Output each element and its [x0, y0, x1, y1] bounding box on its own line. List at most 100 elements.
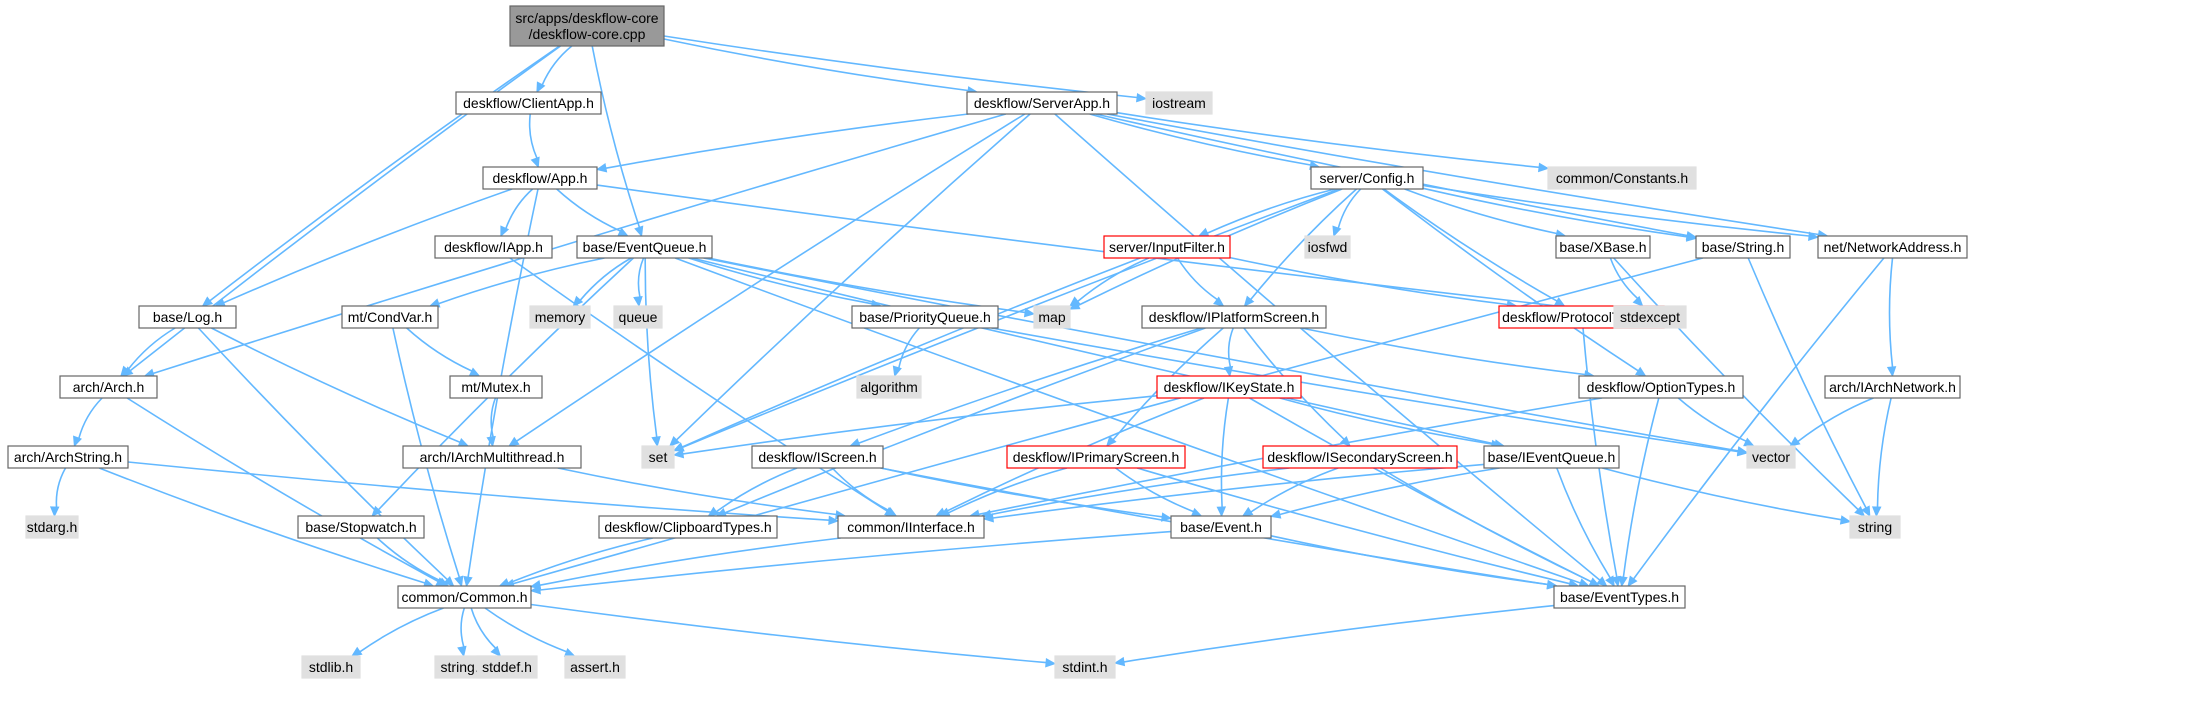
edge-arrowhead: [1105, 435, 1117, 447]
edge-arrowhead: [530, 156, 540, 169]
node-clipboard[interactable]: deskflow/ClipboardTypes.h: [598, 515, 778, 539]
node-iarchmt[interactable]: arch/IArchMultithread.h: [402, 445, 582, 469]
edge-config-to-optiontypes: [1382, 188, 1647, 377]
node-arch[interactable]: arch/Arch.h: [59, 375, 158, 399]
node-string_h2[interactable]: base/String.h: [1695, 235, 1791, 259]
node-optiontypes[interactable]: deskflow/OptionTypes.h: [1578, 375, 1744, 399]
edge-netaddr-to-eventtypes: [1627, 257, 1885, 587]
node-serverapp[interactable]: deskflow/ServerApp.h: [966, 91, 1118, 115]
node-label: /deskflow-core.cpp: [529, 26, 646, 42]
node-iscreen[interactable]: deskflow/IScreen.h: [751, 445, 884, 469]
node-vector: vector: [1746, 445, 1796, 469]
edge-mutex-to-iarchmt: [486, 397, 497, 448]
edge-root-to-log: [201, 45, 560, 307]
edge-line: [1176, 257, 1218, 301]
edge-app-to-iapp: [500, 188, 534, 238]
edge-line: [1382, 188, 1639, 372]
edge-line: [1279, 397, 1493, 445]
node-eventtypes[interactable]: base/EventTypes.h: [1553, 585, 1686, 609]
edge-line: [1422, 184, 1810, 237]
node-label: deskflow/ClipboardTypes.h: [604, 519, 771, 535]
edge-line: [528, 113, 538, 159]
edge-event-to-common: [529, 530, 1172, 595]
node-iinterface[interactable]: common/IInterface.h: [837, 515, 985, 539]
edge-serverapp-to-arch: [143, 113, 1007, 378]
edge-arrowhead: [500, 225, 510, 238]
edge-iarchnet-to-string_std: [1871, 397, 1892, 518]
node-mutex[interactable]: mt/Mutex.h: [449, 375, 543, 399]
edge-line: [1249, 397, 1592, 583]
node-label: src/apps/deskflow-core: [515, 10, 658, 26]
node-label: base/EventQueue.h: [583, 239, 707, 255]
node-label: base/String.h: [1702, 239, 1785, 255]
edge-arrowhead: [1223, 365, 1234, 378]
node-xbase[interactable]: base/XBase.h: [1555, 235, 1651, 259]
node-log[interactable]: base/Log.h: [138, 305, 237, 329]
edge-arrowhead: [1136, 92, 1148, 103]
edge-line: [530, 603, 1047, 664]
node-root[interactable]: src/apps/deskflow-core/deskflow-core.cpp: [509, 5, 665, 47]
edge-arrowhead: [1685, 232, 1698, 242]
node-condvar[interactable]: mt/CondVar.h: [341, 305, 439, 329]
edge-arrowhead: [1161, 512, 1173, 522]
node-inputfilter[interactable]: server/InputFilter.h: [1103, 235, 1231, 259]
node-eventqueue[interactable]: base/EventQueue.h: [576, 235, 713, 259]
node-stdint: stdint.h: [1054, 655, 1116, 679]
edge-inputfilter-to-prototypes: [1229, 256, 1518, 310]
edge-arrowhead: [490, 645, 502, 657]
node-common[interactable]: common/Common.h: [397, 585, 532, 609]
node-label: assert.h: [570, 659, 620, 675]
edge-pqueue-to-algorithm: [892, 327, 920, 378]
edge-arrowhead: [563, 648, 576, 657]
node-stopwatch[interactable]: base/Stopwatch.h: [297, 515, 425, 539]
edge-arrowhead: [529, 585, 541, 595]
node-label: base/IEventQueue.h: [1488, 449, 1616, 465]
node-app[interactable]: deskflow/App.h: [482, 166, 598, 190]
edge-line: [509, 257, 888, 512]
node-label: base/Log.h: [153, 309, 222, 325]
node-label: stdexcept: [1620, 309, 1680, 325]
node-label: deskflow/App.h: [493, 170, 588, 186]
node-ieventqueue[interactable]: base/IEventQueue.h: [1483, 445, 1620, 469]
edge-arrowhead: [508, 436, 520, 447]
edge-iarchnet-to-vector: [1789, 397, 1874, 447]
node-stdexcept: stdexcept: [1613, 305, 1687, 329]
node-iprimary[interactable]: deskflow/IPrimaryScreen.h: [1006, 445, 1186, 469]
node-pqueue[interactable]: base/PriorityQueue.h: [851, 305, 999, 329]
node-box: [1547, 166, 1697, 190]
node-box: [529, 305, 591, 329]
edge-line: [78, 397, 103, 439]
node-iplatform[interactable]: deskflow/IPlatformScreen.h: [1141, 305, 1327, 329]
node-box: [1695, 235, 1791, 259]
node-iostream: iostream: [1145, 91, 1213, 115]
edge-ikeystate-to-set: [672, 395, 1158, 459]
node-label: stdlib.h: [309, 659, 353, 675]
edge-line: [644, 257, 658, 438]
node-label: base/Stopwatch.h: [305, 519, 416, 535]
node-isecondary[interactable]: deskflow/ISecondaryScreen.h: [1262, 445, 1458, 469]
edge-arrowhead: [634, 225, 644, 238]
node-iapp[interactable]: deskflow/IApp.h: [434, 235, 553, 259]
edge-line: [539, 530, 1172, 591]
edge-line: [557, 467, 837, 516]
edge-line: [1379, 467, 1592, 583]
node-netaddr[interactable]: net/NetworkAddress.h: [1817, 235, 1968, 259]
node-event[interactable]: base/Event.h: [1170, 515, 1272, 539]
edge-arrowhead: [1839, 515, 1852, 525]
node-config[interactable]: server/Config.h: [1310, 166, 1424, 190]
node-clientapp[interactable]: deskflow/ClientApp.h: [455, 91, 602, 115]
edge-arrowhead: [1611, 575, 1621, 588]
edge-pqueue-to-vector: [991, 327, 1749, 457]
node-ikeystate[interactable]: deskflow/IKeyState.h: [1156, 375, 1302, 399]
node-box: [576, 235, 713, 259]
node-assert: assert.h: [564, 655, 626, 679]
edge-line: [579, 257, 632, 301]
edge-xbase-to-stdexcept: [1609, 257, 1644, 307]
edge-arrowhead: [49, 506, 60, 518]
node-label: base/Event.h: [1180, 519, 1262, 535]
node-iarchnet[interactable]: arch/IArchNetwork.h: [1824, 375, 1961, 399]
edge-iplatform-to-ikeystate: [1223, 327, 1234, 378]
edge-string_h2-to-string_std: [1747, 257, 1871, 518]
node-archstring[interactable]: arch/ArchString.h: [7, 445, 129, 469]
edge-common-to-string_h: [457, 607, 467, 658]
